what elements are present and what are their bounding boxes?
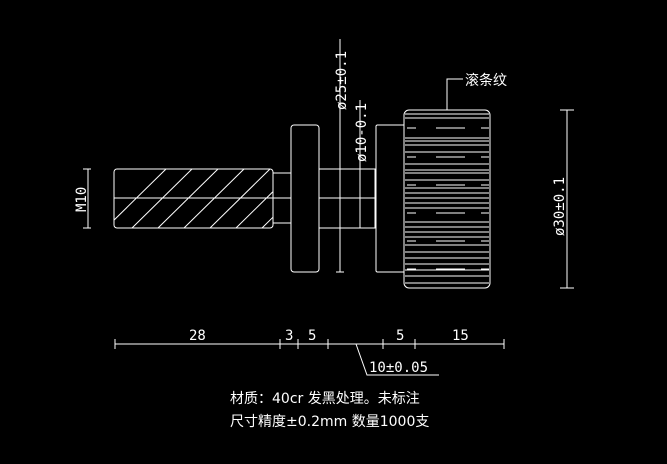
hatch-line <box>183 168 245 229</box>
hatch-line <box>261 216 274 229</box>
dim-len-flange: 5 <box>308 328 316 344</box>
hatch-line <box>113 168 167 221</box>
dim-len-neck: 3 <box>285 328 293 344</box>
hatch-line <box>209 168 271 229</box>
dim-len-shaft: 10±0.05 <box>369 360 428 376</box>
part-outline <box>113 109 491 289</box>
collar <box>375 124 404 273</box>
hatch-line <box>131 168 193 229</box>
note-line-1: 材质：40cr 发黑处理。未标注 <box>230 391 420 407</box>
knurl-callout: 滚条纹 <box>465 72 507 89</box>
hatch-line <box>157 168 219 229</box>
dim-thread: M10 <box>74 187 90 212</box>
dim-len-collar: 5 <box>396 328 404 344</box>
thread-hatch <box>113 168 274 229</box>
dim-len-knurl: 15 <box>452 328 469 344</box>
dim-shaft-dia: ø10-0.1 <box>354 103 370 162</box>
dim-len-thread: 28 <box>189 328 206 344</box>
knurled-head <box>403 109 491 289</box>
flange <box>290 124 320 273</box>
hatch-line <box>235 191 274 229</box>
note-line-2: 尺寸精度±0.2mm 数量1000支 <box>230 414 429 430</box>
dimension-lines: M10 ø25±0.1 ø10-0.1 ø30±0.1 滚条纹 28 3 5 5… <box>74 39 574 376</box>
knurl-lines <box>405 113 489 284</box>
dim-knurl-dia: ø30±0.1 <box>552 177 568 236</box>
dim-flange-dia: ø25±0.1 <box>334 51 350 110</box>
